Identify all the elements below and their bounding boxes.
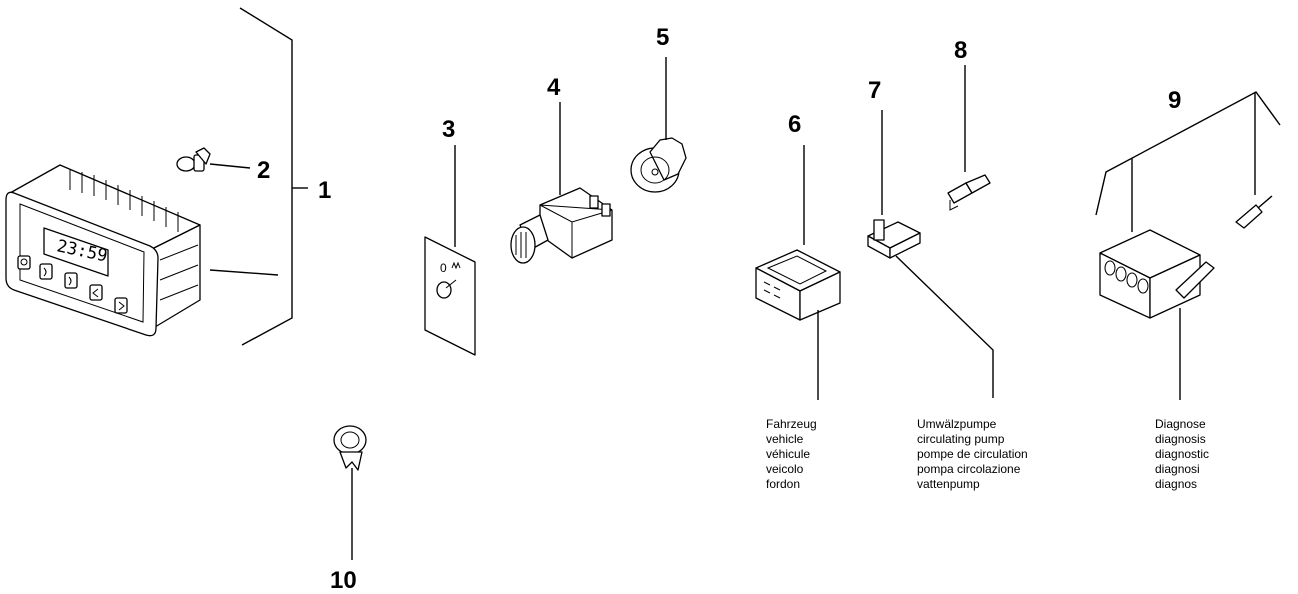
rotary-switch-part: 4 (510, 74, 613, 264)
svg-text:diagnostic: diagnostic (1155, 447, 1209, 461)
part-number-7: 7 (868, 77, 881, 104)
svg-text:fordon: fordon (766, 477, 800, 491)
part-number-3: 3 (442, 116, 455, 143)
svg-text:veicolo: veicolo (766, 462, 804, 476)
bulb-part: 2 (176, 147, 270, 184)
part-number-1: 1 (318, 177, 331, 204)
diagnosis-connector-part: 9 Diagnose diagnosis diagnostic diagnosi… (1095, 87, 1281, 491)
round-knob-part: 5 (630, 24, 687, 193)
part-number-6: 6 (788, 111, 801, 138)
vehicle-connector-part: 6 Fahrzeug vehicle véhicule veicolo ford… (755, 111, 841, 491)
svg-text:Fahrzeug: Fahrzeug (766, 417, 817, 431)
cable-clip-part: 10 (330, 425, 367, 594)
caption-diagnosis: Diagnose diagnosis diagnostic diagnosi d… (1155, 417, 1209, 491)
part-number-10: 10 (330, 567, 357, 594)
part-number-2: 2 (257, 157, 270, 184)
svg-text:diagnosi: diagnosi (1155, 462, 1200, 476)
svg-text:circulating pump: circulating pump (917, 432, 1005, 446)
svg-text:Diagnose: Diagnose (1155, 417, 1206, 431)
svg-text:pompe de circulation: pompe de circulation (917, 447, 1028, 461)
svg-text:vattenpump: vattenpump (917, 477, 980, 491)
svg-text:vehicle: vehicle (766, 432, 804, 446)
svg-text:pompa circolazione: pompa circolazione (917, 462, 1021, 476)
part-number-8: 8 (954, 37, 967, 64)
part-number-5: 5 (656, 24, 669, 51)
pump-connector-part: 7 Umwälzpumpe circulating pump pompe de … (867, 77, 1028, 491)
timer-button-row (17, 255, 128, 314)
svg-text:0: 0 (440, 261, 447, 275)
timer-module: 23:59 1 (5, 7, 331, 346)
part-number-9: 9 (1168, 87, 1181, 114)
svg-text:diagnosis: diagnosis (1155, 432, 1206, 446)
svg-text:diagnos: diagnos (1155, 477, 1197, 491)
switch-plate-part: 0 3 (424, 116, 476, 356)
caption-vehicle: Fahrzeug vehicle véhicule veicolo fordon (766, 417, 817, 491)
part-number-4: 4 (547, 74, 561, 101)
caption-pump: Umwälzpumpe circulating pump pompe de ci… (917, 417, 1028, 491)
terminal-part: 8 (947, 37, 991, 211)
svg-text:véhicule: véhicule (766, 447, 810, 461)
svg-text:Umwälzpumpe: Umwälzpumpe (917, 417, 997, 431)
